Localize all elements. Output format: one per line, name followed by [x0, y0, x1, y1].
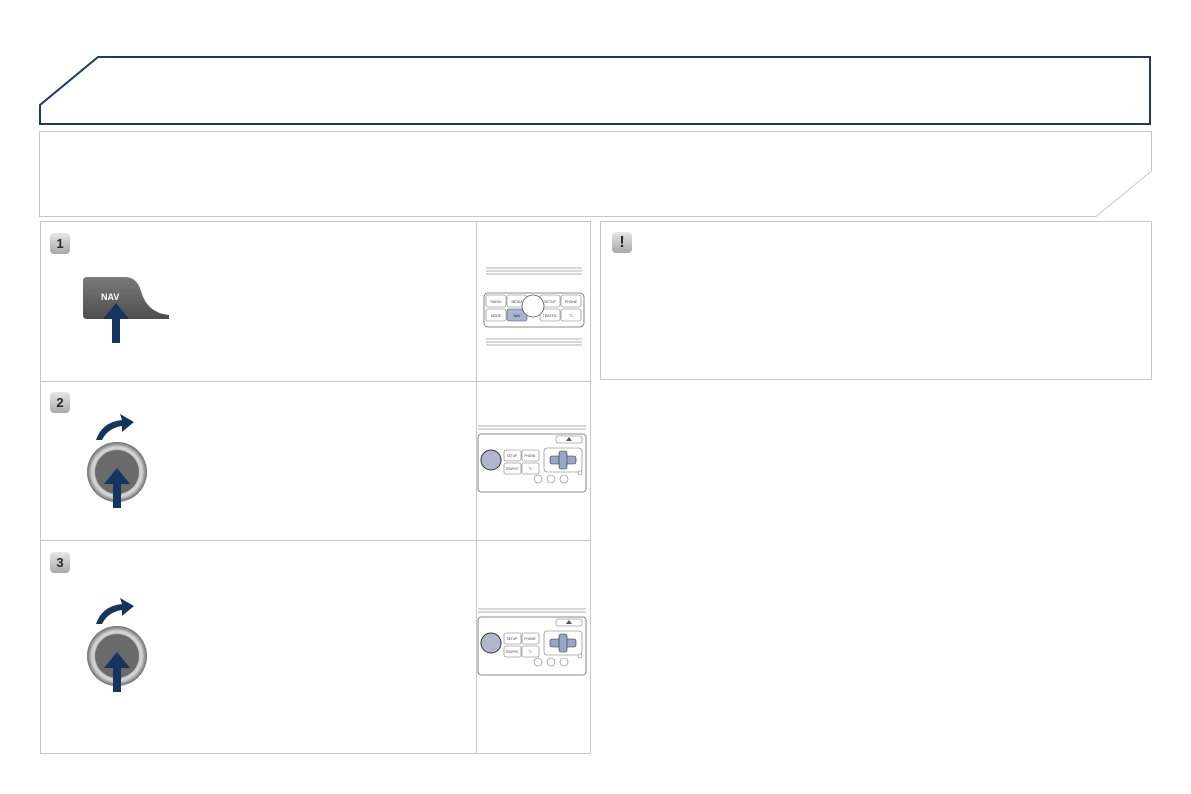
step-number-badge: 3 — [50, 552, 70, 573]
panel-key-label: PHONE — [524, 454, 535, 458]
panel-key-label: SETUP — [544, 300, 556, 304]
press-arrow-icon — [103, 303, 129, 343]
nav-button-label: NAV — [101, 292, 120, 302]
panel-key-label: MODE — [491, 314, 502, 318]
row-divider — [41, 381, 590, 382]
step-number-badge: 2 — [50, 392, 70, 413]
row-divider — [41, 540, 590, 541]
panel-key-label: NAV — [514, 314, 522, 318]
step-number-badge: 1 — [50, 233, 70, 254]
header-banner — [39, 56, 1151, 125]
warning-icon: ! — [612, 232, 632, 253]
panel-key-label: ⮌ — [569, 313, 572, 318]
control-panel-thumbnail: SETUP PHONE TRAFFIC ⮌ — [477, 608, 587, 676]
panel-key-label: MEDIA — [511, 300, 523, 304]
panel-key-label: PHONE — [524, 637, 535, 641]
steps-table — [40, 221, 591, 754]
nav-button-illustration — [83, 277, 169, 343]
panel-key-label: RADIO — [490, 300, 501, 304]
intro-box — [39, 131, 1152, 217]
control-panel-thumbnail: RADIO MEDIA SETUP PHONE MODE NAV TRAFFIC… — [483, 267, 585, 346]
warning-box — [600, 221, 1152, 380]
panel-key-label: TRAFFIC — [505, 650, 519, 654]
rotate-press-knob-icon — [87, 598, 147, 692]
panel-key-label: PHONE — [565, 300, 578, 304]
panel-key-label: SETUP — [507, 637, 518, 641]
panel-key-label: TRAFFIC — [543, 314, 558, 318]
control-panel-thumbnail: SETUP PHONE TRAFFIC ⮌ — [477, 425, 587, 493]
panel-key-label: TRAFFIC — [505, 467, 519, 471]
rotate-press-knob-icon — [87, 414, 147, 508]
column-divider — [476, 222, 477, 753]
panel-key-label: ⮌ — [528, 649, 531, 654]
panel-key-label: ⮌ — [528, 466, 531, 471]
panel-key-label: SETUP — [507, 454, 518, 458]
